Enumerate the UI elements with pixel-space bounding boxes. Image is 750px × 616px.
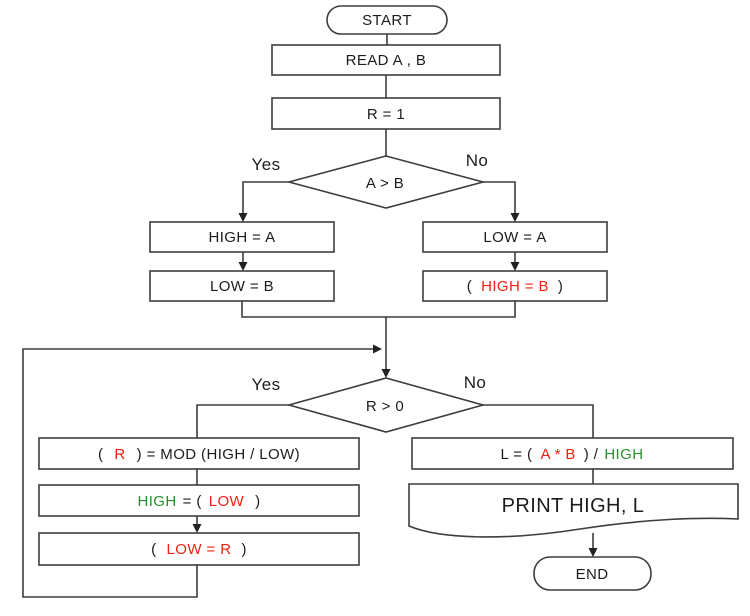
decision-a-gt-b (285, 155, 487, 209)
decision-r-gt-0 (286, 377, 486, 433)
low-a-box (422, 221, 608, 253)
high-b-label: ( HIGH = B) (467, 278, 564, 295)
end-terminator (533, 556, 652, 591)
read-box (271, 44, 501, 76)
assign-high-mid: = ( (183, 493, 202, 510)
assign-high-close: ) (255, 493, 260, 510)
mod-open: ( (98, 446, 103, 463)
assign-high-label: HIGH = ( LOW) (137, 493, 260, 510)
high-b-box (422, 270, 608, 302)
print-label: PRINT HIGH, L (502, 495, 645, 517)
l-calc-red-text: A * B (540, 446, 575, 463)
decision2-yes-label: Yes (252, 375, 281, 394)
high-b-red-text: HIGH = B (481, 278, 549, 295)
mod-label: ( R ) = MOD (HIGH / LOW) (98, 446, 300, 463)
high-a-label: HIGH = A (209, 229, 276, 246)
connector-decision2-no (483, 404, 594, 438)
end-label: END (576, 566, 609, 583)
assign-low-label: ( LOW = R) (151, 541, 247, 558)
decision1-label: A > B (366, 175, 404, 192)
decision2-no-label: No (464, 373, 487, 392)
set-r-label: R = 1 (367, 106, 405, 123)
decision2-label: R > 0 (366, 398, 404, 415)
low-a-label: LOW = A (483, 229, 546, 246)
read-label: READ A , B (346, 52, 427, 69)
start-terminator (326, 5, 448, 35)
decision1-yes-label: Yes (252, 155, 281, 174)
arrow-decision1-yes (238, 181, 289, 222)
assign-high-box (38, 484, 360, 517)
l-calc-green-text: HIGH (604, 446, 643, 463)
l-calc-label: L = ( A * B ) / HIGH (501, 446, 644, 463)
mod-box (38, 437, 360, 470)
decision1-no-label: No (466, 151, 489, 170)
assign-low-red-text: LOW = R (167, 541, 232, 558)
mod-rest: ) = MOD (HIGH / LOW) (137, 446, 300, 463)
set-r-box (271, 97, 501, 130)
start-label: START (362, 12, 412, 29)
assign-low-open: ( (151, 541, 156, 558)
loop-back-line (22, 344, 382, 598)
assign-low-close: ) (241, 541, 246, 558)
print-document-shape (408, 483, 739, 538)
assign-high-green-text: HIGH (137, 493, 176, 510)
mod-red-text: R (114, 446, 125, 463)
low-b-label: LOW = B (210, 278, 274, 295)
low-b-box (149, 270, 335, 302)
connector-merge (241, 301, 516, 318)
connector-decision2-yes (196, 404, 289, 438)
assign-low-box (38, 532, 360, 566)
high-b-open: ( (467, 278, 472, 295)
l-calc-box (411, 437, 734, 470)
high-a-box (149, 221, 335, 253)
high-b-close: ) (558, 278, 563, 295)
l-calc-p2: ) / (584, 446, 599, 463)
assign-high-red-text: LOW (209, 493, 245, 510)
arrow-decision1-no (483, 181, 520, 222)
l-calc-p1: L = ( (501, 446, 533, 463)
